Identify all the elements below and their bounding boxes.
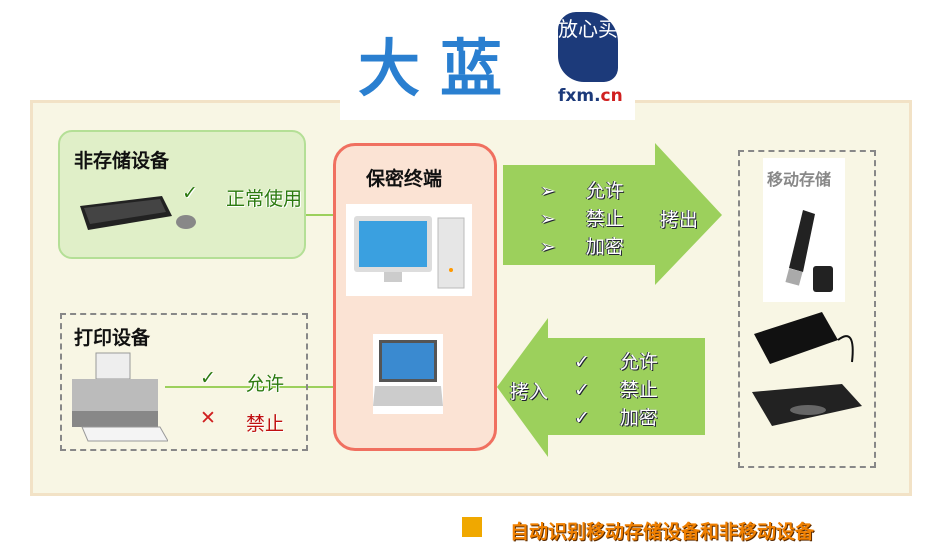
status-normal-use: 正常使用 [226,188,303,210]
footer-caption: 自动识别移动存储设备和非移动设备 [510,521,815,543]
export-options: ➢ 允许 ➢ 禁止 ➢ 加密 [540,176,650,260]
import-arrow [497,318,705,457]
print-deny-mark: ✕ [200,407,216,429]
import-label: 拷入 [510,381,549,403]
bullet-square-icon [462,517,482,537]
brand-logo: 大蓝 [358,32,523,105]
terminal-title: 保密终端 [366,168,443,190]
export-arrow [503,143,722,285]
print-deny-label: 禁止 [246,413,285,435]
export-encrypt: 加密 [585,236,624,258]
mobile-storage-card: 移动存储 [763,158,845,302]
laptop-icon [373,334,443,414]
import-allow: 允许 [619,351,658,373]
print-allow-mark: ✓ [200,367,216,389]
logo: 大蓝 放心买 fxm.cn [340,0,635,120]
mobile-storage-title: 移动存储 [767,170,832,189]
export-deny: 禁止 [585,208,624,230]
non-storage-device-box: 非存储设备 ✓ 正常使用 [58,130,306,259]
keyboard-mouse-icon [80,196,196,230]
import-deny: 禁止 [619,379,658,401]
print-title: 打印设备 [74,327,151,349]
export-bullet: ➢ [540,180,556,202]
seal-logo: 放心买 [558,12,618,82]
import-check: ✓ [574,351,590,373]
site-main: fxm. [558,86,601,106]
check-mark: ✓ [182,182,198,204]
export-bullet: ➢ [540,208,556,230]
external-drives-icon [752,312,862,426]
usb-drive-icon [785,210,833,292]
print-device-box: 打印设备 ✓ 允许 ✕ 禁止 [60,313,308,451]
site-logo: fxm.cn [558,86,623,106]
import-check: ✓ [574,407,590,429]
non-storage-title: 非存储设备 [74,150,170,172]
print-allow-label: 允许 [246,373,285,395]
desktop-computer-icon [346,204,472,296]
mobile-storage-box [738,150,876,468]
printer-icon [72,352,168,442]
import-encrypt: 加密 [619,407,658,429]
export-label: 拷出 [660,209,699,231]
import-options: ✓ 允许 ✓ 禁止 ✓ 加密 [574,347,694,431]
site-tld: cn [600,86,623,106]
secure-terminal-box: 保密终端 [333,143,497,451]
export-allow: 允许 [585,180,624,202]
export-bullet: ➢ [540,236,556,258]
import-check: ✓ [574,379,590,401]
